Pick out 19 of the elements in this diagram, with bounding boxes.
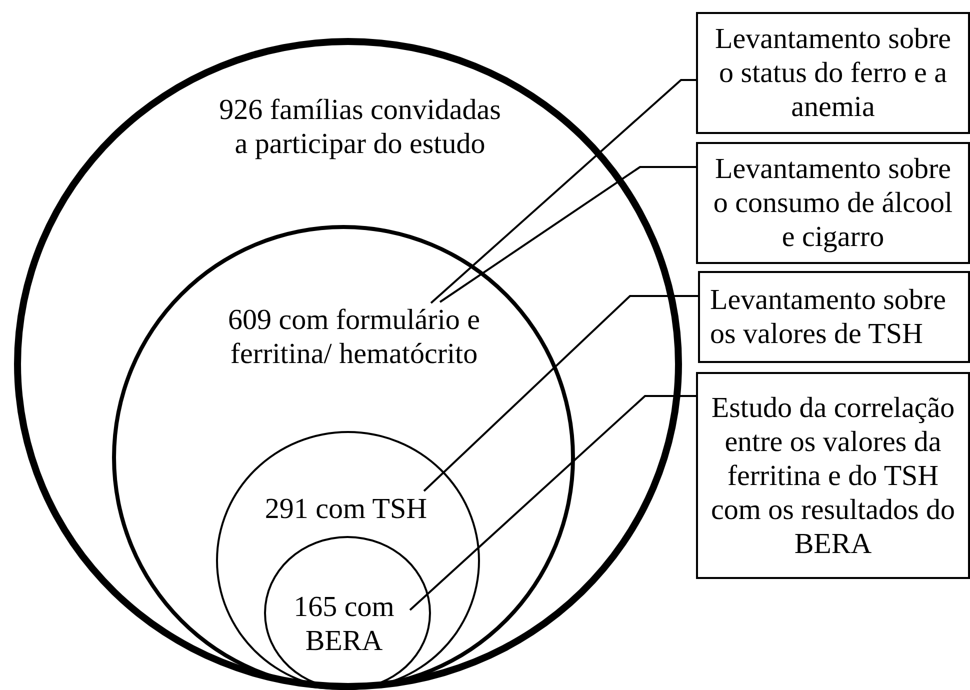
leader-line [430, 79, 696, 304]
leader-line [423, 295, 698, 492]
description-text: Estudo da correlação entre os valores da ferritina e do TSH com os resultados do BERA [710, 390, 956, 560]
circle [264, 536, 431, 690]
group-label: 609 com formulário e ferritina/ hematócrito [226, 303, 482, 371]
group-label: 291 com TSH [264, 492, 428, 526]
circle [216, 431, 480, 690]
group-label: 926 famílias convidadas a participar do estudo [218, 93, 502, 161]
group-label: 165 com BERA [292, 590, 396, 658]
text-box [696, 372, 970, 579]
description-text: Levantamento sobre o consumo de álcool e cigarro [712, 152, 954, 254]
description-text: Levantamento sobre os valores de TSH [710, 283, 947, 351]
circle [112, 225, 575, 690]
outer-circle [14, 38, 682, 690]
leader-line [439, 166, 696, 303]
text-box [696, 12, 970, 134]
text-box [698, 271, 970, 363]
description-text: Levantamento sobre o status do ferro e a anemia [714, 22, 952, 124]
text-box [696, 142, 970, 264]
